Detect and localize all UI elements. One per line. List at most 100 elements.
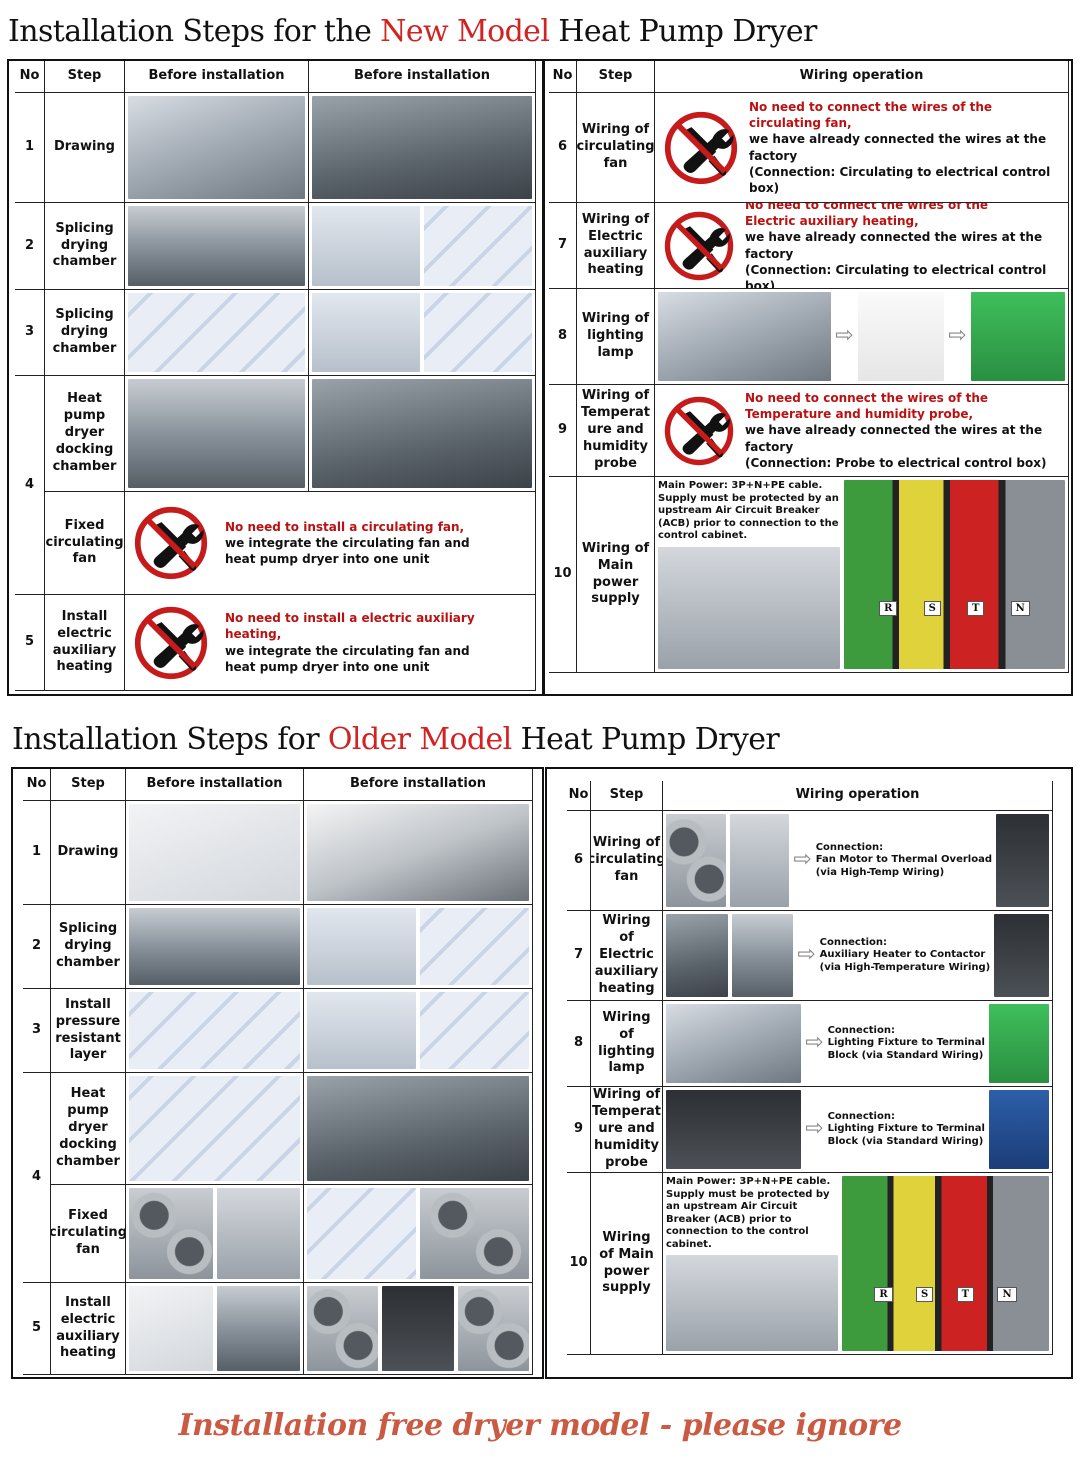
step-label: Splicing drying chamber [45,203,125,290]
splicing-photos [309,203,536,290]
main-power-wiring: Main Power: 3P+N+PE cable. Supply must b… [663,1173,1053,1355]
step-label: Wiring of circulating fan [591,811,663,911]
lighting-wiring-sequence: ⇨ ⇨ [655,289,1069,385]
step-number: 2 [23,905,51,989]
right-arrow-icon: ⇨ [835,323,854,349]
col-header-no: No [567,781,591,811]
step-label: Install electric auxiliary heating [45,595,125,691]
fan-install-photos [304,1185,533,1283]
col-header-before-1: Before installation [126,769,304,801]
step-label: Heat pump dryer docking chamber [51,1073,126,1185]
new-model-right-panel: No Step Wiring operation 6 Wiring of cir… [543,59,1073,696]
drawing-image [126,801,304,905]
step-number: 7 [567,911,591,1001]
right-arrow-icon: ⇨ [805,1030,824,1056]
step-label: Wiring of Temperat ure and humidity prob… [591,1087,663,1173]
main-power-wiring: Main Power: 3P+N+PE cable. Supply must b… [655,477,1069,673]
step-number: 2 [15,203,45,290]
not-required-note: No need to connect the wires of the circ… [655,93,1069,203]
step-label: Wiring of circulating fan [577,93,655,203]
not-required-note: No need to install a electric auxiliary … [125,595,536,691]
step-number: 5 [23,1283,51,1375]
col-header-no: No [23,769,51,801]
prohibited-tools-icon [133,505,209,581]
prohibited-tools-icon [663,110,739,186]
step-number: 8 [567,1001,591,1087]
col-header-step: Step [51,769,126,801]
step-number: 4 [15,376,45,595]
right-arrow-icon: ⇨ [948,323,967,349]
terminal-photo: R S T N [844,480,1065,669]
docking-photo [126,1073,304,1185]
prohibited-tools-icon [663,395,735,467]
panels-photo [125,203,309,290]
older-model-title: Installation Steps for Older Model Heat … [12,722,780,757]
step-label: Heat pump dryer docking chamber [45,376,125,492]
step-number: 1 [23,801,51,905]
col-header-step: Step [577,61,655,93]
right-arrow-icon: ⇨ [793,847,812,873]
step-label: Wiring of lighting lamp [577,289,655,385]
splicing-photos [304,905,533,989]
step-number: 3 [15,290,45,376]
step-label: Wiring of Electric auxiliary heating [591,911,663,1001]
col-header-before-2: Before installation [309,61,536,93]
step-number: 5 [15,595,45,691]
fan-photos [126,1185,304,1283]
col-header-before-2: Before installation [304,769,533,801]
step-number: 10 [549,477,577,673]
dryer-photo [304,801,533,905]
col-header-wiring: Wiring operation [655,61,1069,93]
step-label: Wiring of Electric auxiliary heating [577,203,655,289]
step-number: 1 [15,93,45,203]
not-required-note: No need to install a circulating fan,we … [125,492,536,595]
docked-dryer-photo [309,376,536,492]
col-header-step: Step [591,781,663,811]
not-required-note: No need to connect the wires of the Temp… [655,385,1069,477]
prohibited-tools-icon [663,210,735,282]
step-label: Fixed circulating fan [45,492,125,595]
right-arrow-icon: ⇨ [797,942,816,968]
step-number: 6 [567,811,591,911]
step-number: 9 [549,385,577,477]
footer-note: Installation free dryer model - please i… [178,1408,902,1443]
older-model-left-panel: No Step Before installation Before insta… [11,767,544,1379]
step-label: Wiring of Temperat ure and humidity prob… [577,385,655,477]
col-header-step: Step [45,61,125,93]
heater-wiring-sequence: ⇨ Connection:Auxiliary Heater to Contact… [663,911,1053,1001]
step-number: 9 [567,1087,591,1173]
right-arrow-icon: ⇨ [805,1116,824,1142]
step-label: Wiring of lighting lamp [591,1001,663,1087]
panels-photo [126,905,304,989]
step-number: 7 [549,203,577,289]
fan-wiring-sequence: ⇨ Connection:Fan Motor to Thermal Overlo… [663,811,1053,911]
drawing-image [125,93,309,203]
heater-install-photos [304,1283,533,1375]
step-label: Splicing drying chamber [51,905,126,989]
older-model-right-panel: No Step Wiring operation 6 Wiring of cir… [545,767,1073,1379]
col-header-wiring: Wiring operation [663,781,1053,811]
col-header-no: No [549,61,577,93]
heater-photos [126,1283,304,1375]
step-number: 6 [549,93,577,203]
not-required-note: No need to connect the wires of the Elec… [655,203,1069,289]
step-number: 3 [23,989,51,1073]
step-label: Drawing [45,93,125,203]
floor-photo [126,989,304,1073]
terminal-photo: R S T N [842,1176,1049,1351]
step-label: Drawing [51,801,126,905]
layer-photos [309,290,536,376]
dryer-photo [309,93,536,203]
step-label: Splicing drying chamber [45,290,125,376]
step-label: Fixed circulating fan [51,1185,126,1283]
floor-photo [125,290,309,376]
col-header-no: No [15,61,45,93]
lighting-wiring-sequence: ⇨ Connection:Lighting Fixture to Termina… [663,1001,1053,1087]
breaker-panel-photo [658,546,840,669]
step-label: Install pressure resistant layer [51,989,126,1073]
step-label: Wiring of Main power supply [577,477,655,673]
breaker-panel-photo [666,1255,838,1351]
probe-wiring-sequence: ⇨ Connection:Lighting Fixture to Termina… [663,1087,1053,1173]
step-number: 8 [549,289,577,385]
step-number: 4 [23,1073,51,1283]
